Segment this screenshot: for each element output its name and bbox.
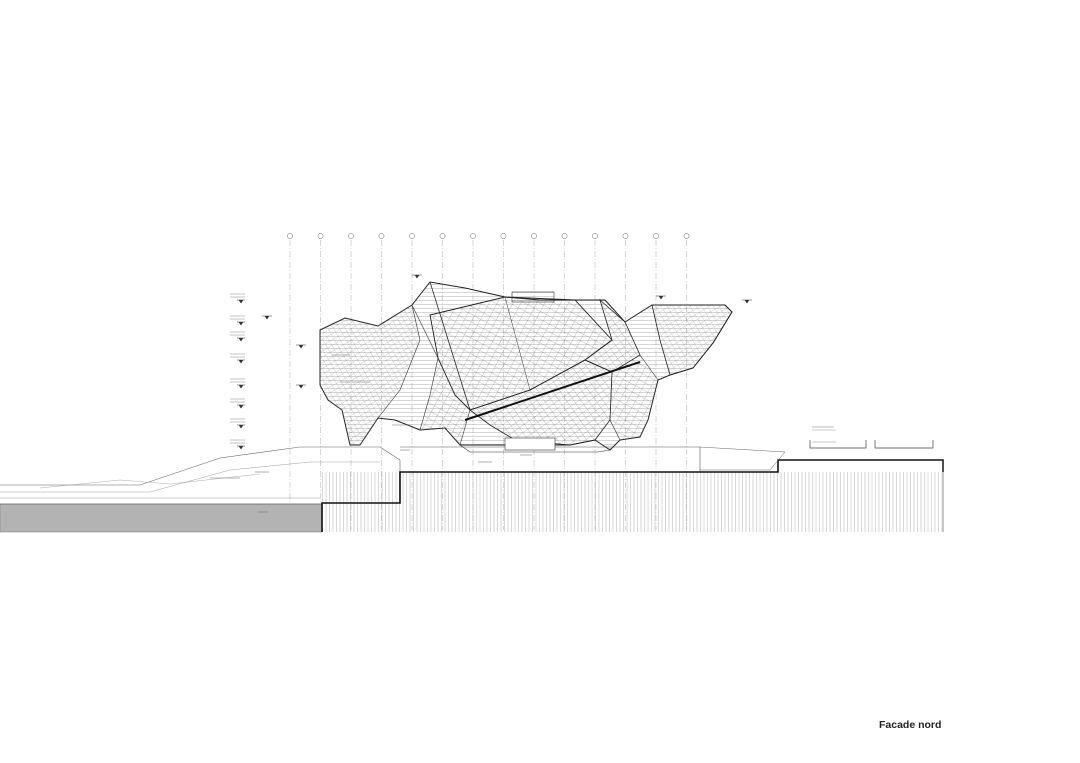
level-marker [742,299,752,304]
grid-axis-bubble [439,233,446,239]
grid-axis-bubble [531,233,537,239]
grid-axis-bubble [622,233,629,239]
level-marker [237,424,245,429]
building-crystal-cloud [319,281,733,453]
grid-axis-bubble [348,233,354,239]
level-marker [237,445,245,450]
grid-axis-bubble [561,233,568,239]
level-marker [412,274,422,279]
grid-axis-bubble [317,233,324,239]
grid-axis-bubble [378,233,385,239]
level-marker [237,299,245,304]
level-marker [237,384,245,389]
level-marker [237,359,245,364]
ground-terrain [0,446,944,533]
grid-axis-bubble [287,233,293,239]
drawing-title: Facade nord [879,719,942,731]
level-marker [237,321,245,326]
grid-axis-bubble [683,233,690,239]
grid-axis-bubble [653,233,659,239]
level-marker [656,295,666,300]
level-marker [237,337,245,342]
level-marker [237,404,245,409]
grid-axis-bubble [409,233,415,239]
grid-axis-bubble [470,233,476,239]
level-marker [296,384,306,389]
annex-elements [809,429,934,449]
level-marker [262,315,272,320]
level-markers [230,274,752,450]
grid-axis-bubble [500,233,507,239]
grid-axis-bubble [592,233,598,239]
level-marker [296,344,306,349]
drawing-annotations [210,354,834,513]
